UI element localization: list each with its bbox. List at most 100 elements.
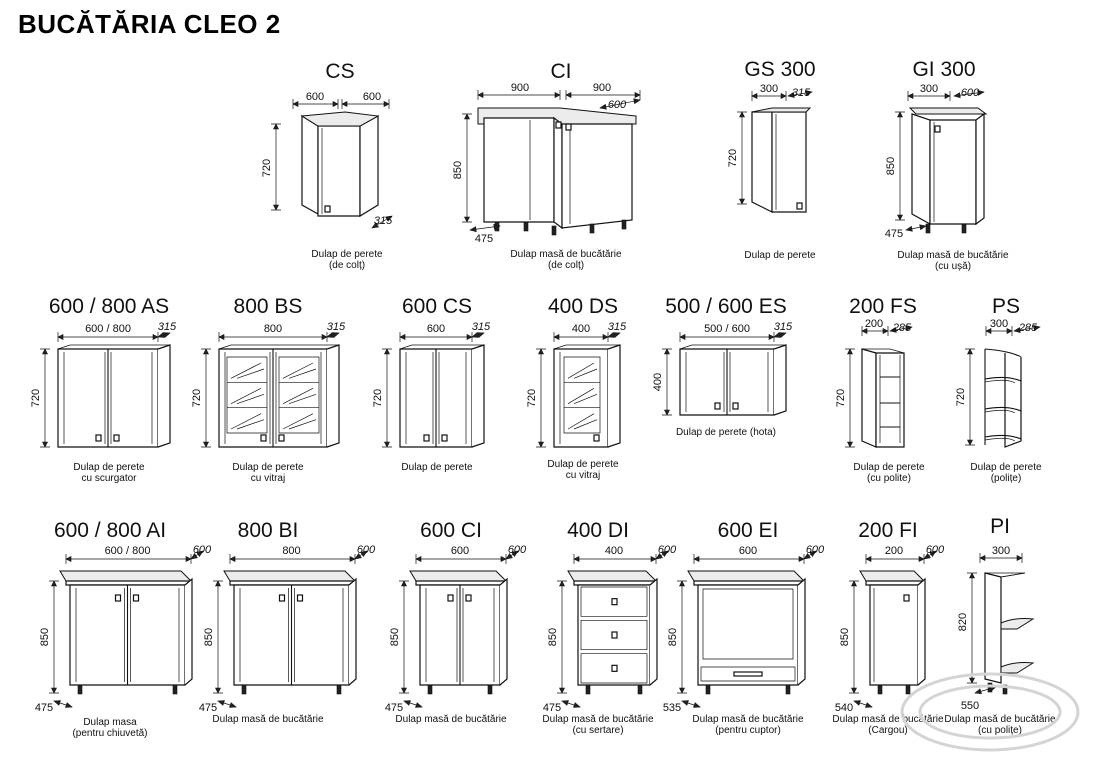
- handle: [903, 594, 910, 602]
- arrow-head: [779, 332, 787, 338]
- arrow-head: [607, 332, 615, 338]
- arrow-head: [969, 572, 975, 579]
- arrow-head: [559, 687, 565, 694]
- cabinet-front: [771, 111, 807, 213]
- cabinet-caption: Dulap masă de bucătărie: [832, 714, 944, 725]
- dim-tick: [979, 553, 1023, 563]
- width-value: 900: [593, 82, 611, 94]
- height-value: 720: [955, 388, 967, 406]
- arrow-head: [360, 550, 368, 557]
- cabinet-leg: [589, 223, 595, 234]
- height-value: 850: [452, 161, 464, 179]
- arrow-head: [655, 553, 663, 560]
- cabinet-side: [911, 113, 931, 226]
- shelf: [1000, 618, 1035, 630]
- drawer-front: [580, 653, 648, 684]
- handle: [296, 594, 304, 602]
- arrow-head: [500, 556, 507, 562]
- depth-value: 315: [158, 321, 177, 333]
- dim-tick: [662, 348, 672, 416]
- glass-reflection: [567, 413, 598, 430]
- cabinet-code: PI: [990, 515, 1010, 538]
- arrow-head: [1016, 555, 1023, 561]
- shelf: [984, 406, 1022, 412]
- arrow-head: [215, 580, 221, 587]
- glass-reflection: [282, 413, 317, 430]
- arrow-head: [809, 550, 817, 557]
- arrow-head: [633, 98, 641, 105]
- height-value: 850: [547, 628, 559, 646]
- handle: [796, 202, 803, 210]
- depth-value: 600: [658, 544, 677, 556]
- height-value: 850: [885, 157, 897, 175]
- arrow-head: [923, 553, 931, 560]
- arrow-head: [332, 332, 340, 338]
- door-frame: [224, 352, 322, 444]
- arrow-head: [229, 702, 237, 708]
- arrow-head: [401, 687, 407, 694]
- arrow-head: [573, 556, 580, 562]
- cabinet-code: 600 CS: [402, 295, 472, 318]
- arrow-head: [51, 687, 57, 694]
- arrow-head: [573, 702, 581, 708]
- arrow-head: [273, 123, 279, 130]
- arrow-head: [466, 334, 473, 340]
- arrow-head: [493, 223, 501, 230]
- cabinet-leg: [925, 223, 931, 234]
- door-frame: [63, 352, 153, 444]
- cabinet-caption: Dulap de perete: [232, 462, 304, 473]
- arrow-head: [944, 93, 951, 99]
- cabinet-caption: cu vitraj: [566, 470, 600, 481]
- arrow-head: [853, 700, 861, 706]
- glass-shelf: [279, 381, 319, 409]
- door-frame: [685, 352, 769, 412]
- cabinet-side: [917, 577, 926, 686]
- cabinet-leg: [523, 221, 529, 232]
- arrow-head: [561, 700, 569, 706]
- cabinet-side: [751, 111, 773, 213]
- cabinet-leg: [905, 684, 911, 695]
- arrow-head: [505, 553, 513, 560]
- arrow-head: [787, 92, 795, 98]
- cabinet-caption: (Cargou): [868, 725, 907, 736]
- door-frame: [239, 588, 344, 682]
- cabinet-caption: Dulap masă de bucătărie: [692, 714, 804, 725]
- depth-value: 315: [327, 321, 346, 333]
- arrow-head: [650, 556, 657, 562]
- toe-value: 475: [885, 228, 903, 240]
- height-value: 850: [667, 628, 679, 646]
- dim-tick: [557, 580, 567, 694]
- width-value: 600: [451, 545, 469, 557]
- arrow-head: [42, 441, 48, 448]
- cabinet-leg: [637, 684, 643, 695]
- arrow-head: [157, 332, 165, 338]
- toe-value: 550: [961, 700, 979, 712]
- height-value: 720: [835, 389, 847, 407]
- cabinet-code: 600 / 800 AS: [49, 295, 169, 318]
- arrow-head: [477, 332, 485, 338]
- height-value: 850: [839, 628, 851, 646]
- height-value: 720: [30, 389, 42, 407]
- cabinet-corner: [553, 116, 563, 230]
- arrow-head: [865, 702, 873, 708]
- arrow-head: [602, 334, 609, 340]
- dim-tick: [845, 348, 855, 448]
- depth-value: 315: [774, 321, 793, 333]
- cabinet-leg: [336, 684, 342, 695]
- cabinet-code: GI 300: [912, 58, 975, 81]
- inner-frame: [879, 355, 901, 443]
- cabinet-code: 800 BI: [238, 519, 299, 542]
- arrow-head: [163, 332, 171, 338]
- dim-tick: [536, 348, 546, 448]
- handle: [95, 434, 102, 442]
- handle: [278, 594, 286, 602]
- dim-tick: [49, 580, 59, 694]
- arrow-head: [634, 92, 641, 98]
- cabinet-front: [317, 125, 361, 217]
- cabinet-top: [751, 107, 812, 113]
- cabinet-caption: (cu ușă): [935, 261, 971, 272]
- cabinet-leg: [585, 684, 591, 695]
- handle: [465, 594, 472, 602]
